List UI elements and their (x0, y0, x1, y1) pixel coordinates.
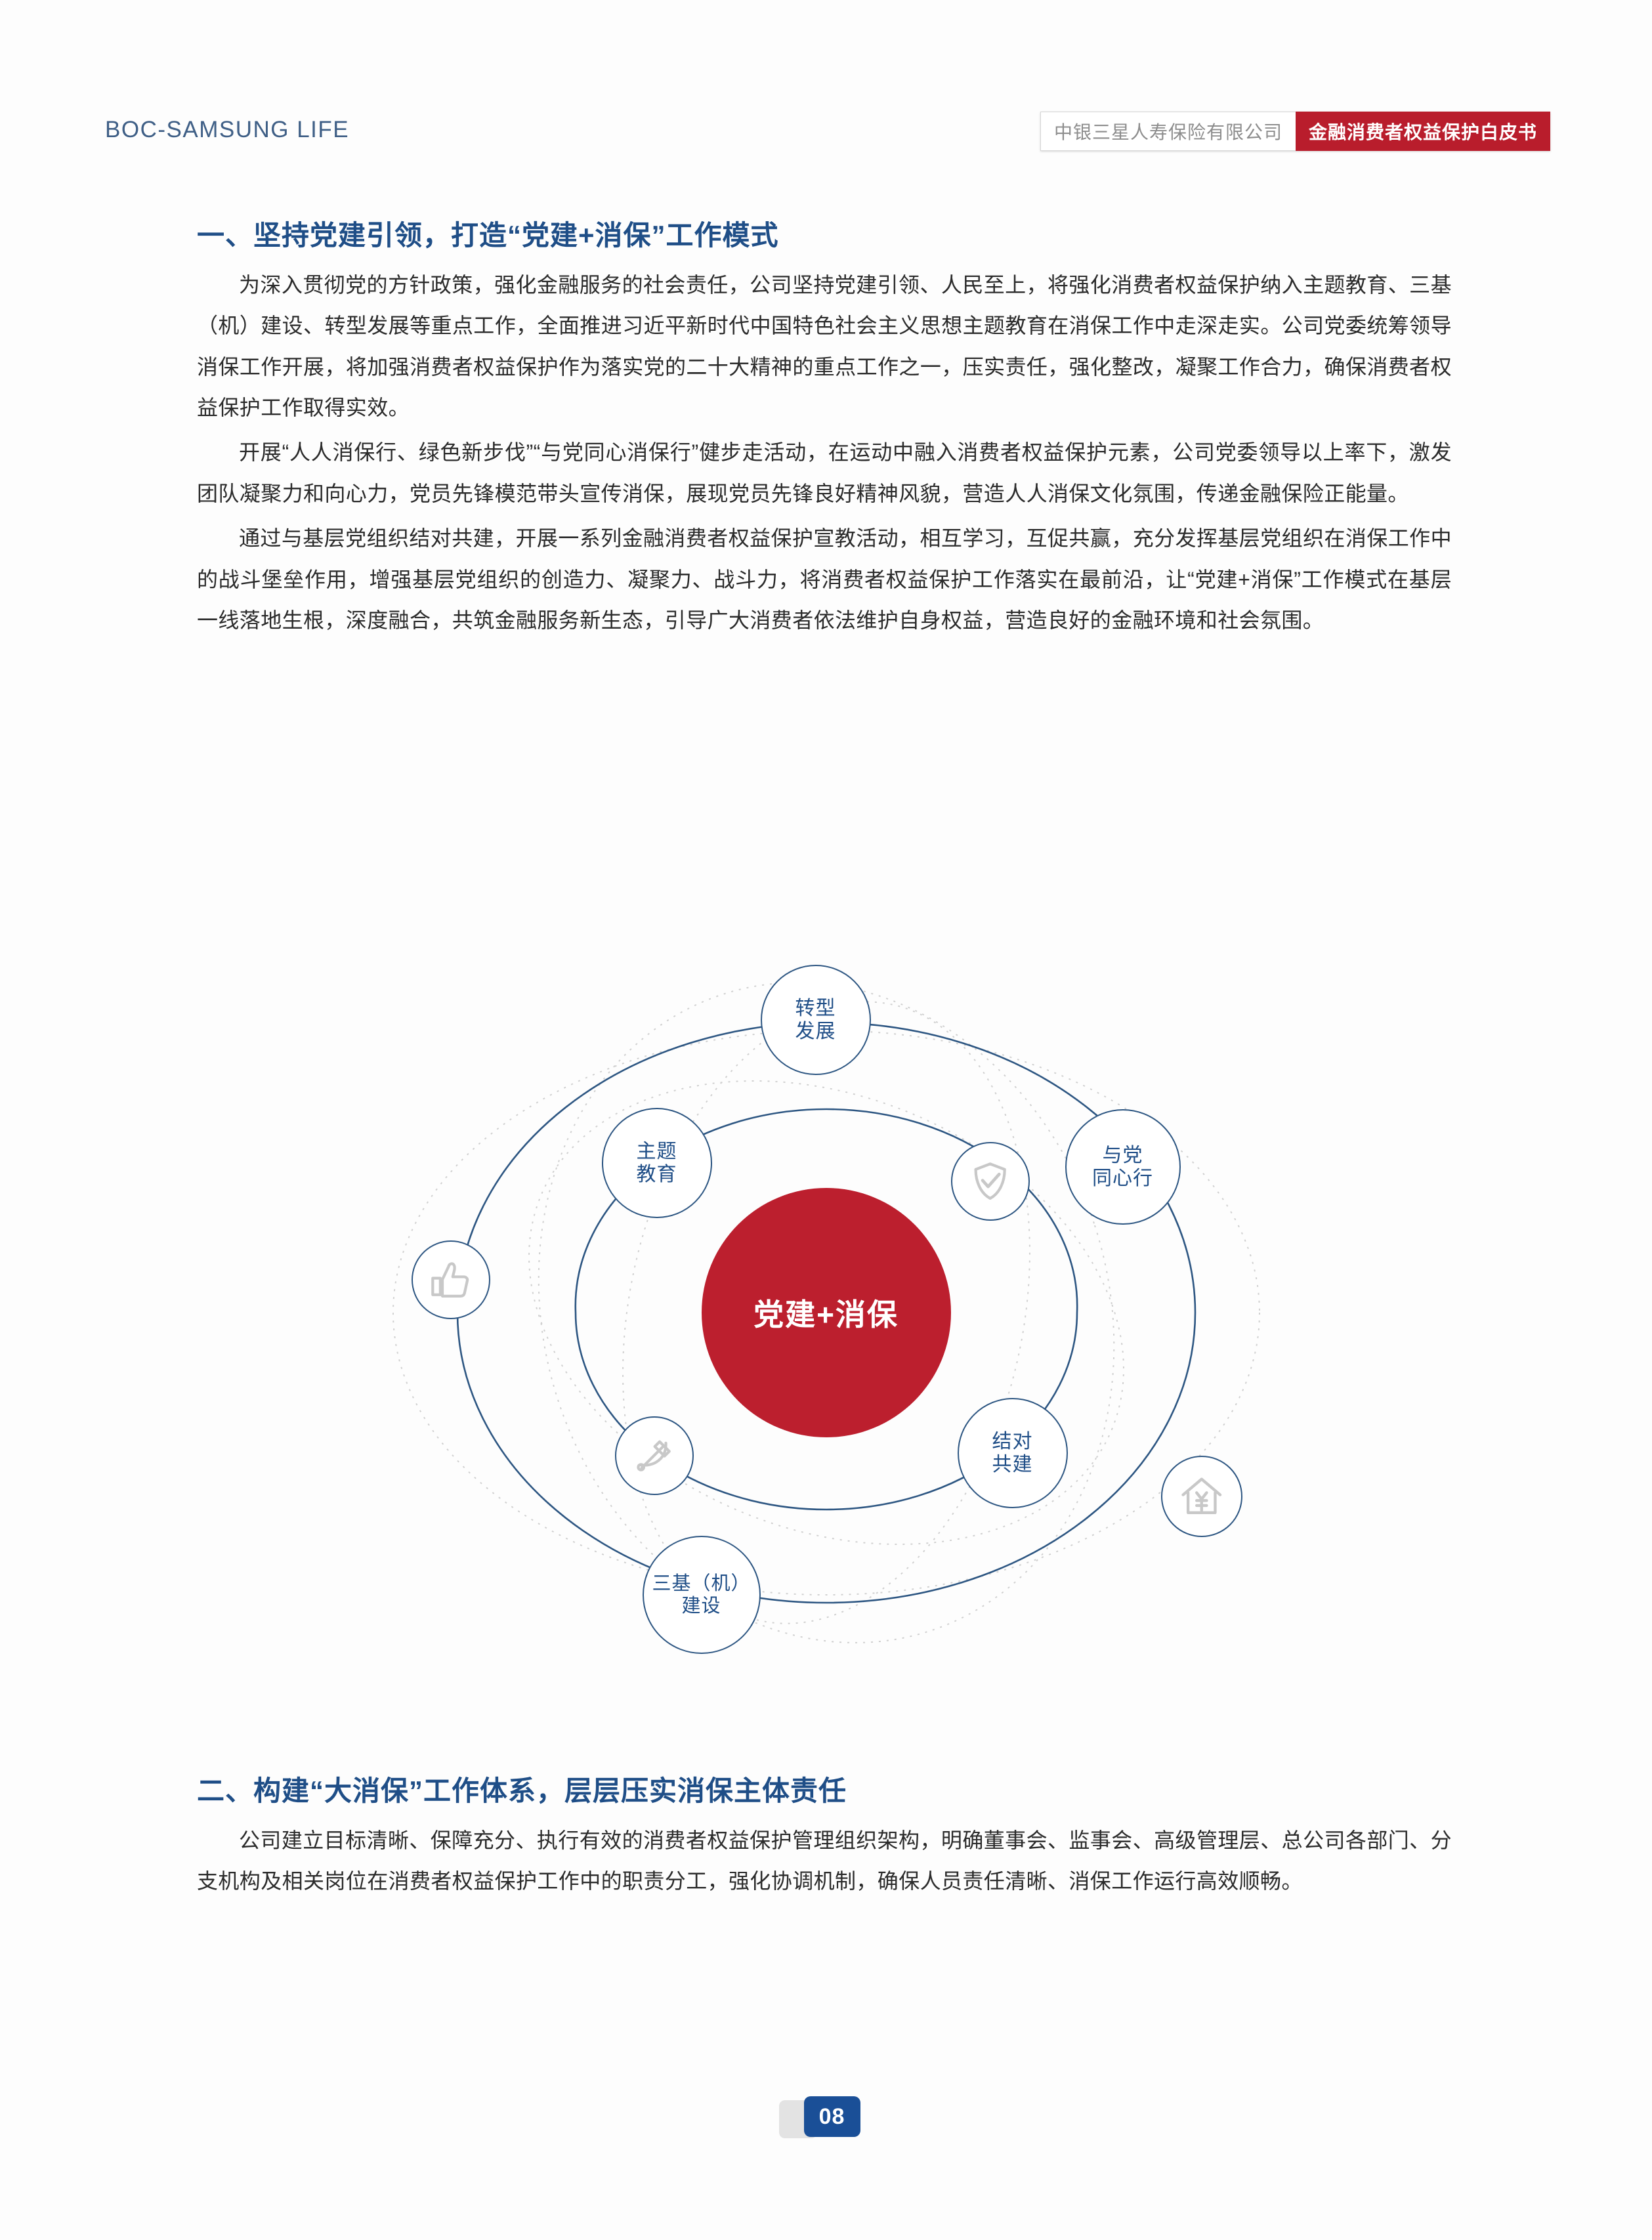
node-pair-build-line-2: 共建 (992, 1454, 1033, 1475)
node-with-party-line-2: 同心行 (1092, 1168, 1153, 1189)
node-with-party-line-1: 与党 (1102, 1144, 1143, 1166)
brand-logo: BOC-SAMSUNG LIFE (105, 117, 350, 142)
section-2-paragraph-1: 公司建立目标清晰、保障充分、执行有效的消费者权益保护管理组织架构，明确董事会、监… (197, 1828, 1452, 1893)
diagram-node-with-party[interactable]: 与党 同心行 (1065, 1109, 1181, 1225)
main-content-section-2: 二、构建“大消保”工作体系，层层压实消保主体责任 公司建立目标清晰、保障充分、执… (197, 1772, 1452, 1906)
thumbs-up-icon (431, 1262, 469, 1298)
section-1-paragraph-3: 通过与基层党组织结对共建，开展一系列金融消费者权益保护宣教活动，相互学习，互促共… (197, 526, 1452, 632)
node-pair-build-line-1: 结对 (992, 1430, 1033, 1452)
diagram-icon-node-hammer-sickle[interactable] (614, 1416, 694, 1495)
diagram-center-node: 党建+消保 (701, 1188, 951, 1437)
hammer-sickle-icon (637, 1440, 671, 1472)
section-heading-2: 二、构建“大消保”工作体系，层层压实消保主体责任 (197, 1775, 847, 1806)
diagram-icon-node-thumbs-up[interactable] (411, 1240, 490, 1319)
party-building-diagram: 党建+消保 转型 发展 主题 教育 与党 同心行 结对 共建 三基（机） 建设 (0, 919, 1652, 1706)
house-yuan-icon (1181, 1477, 1221, 1515)
diagram-icon-node-shield[interactable] (950, 1142, 1030, 1221)
section-heading-1: 一、坚持党建引领，打造“党建+消保”工作模式 (197, 220, 779, 251)
diagram-node-three-base[interactable]: 三基（机） 建设 (642, 1536, 761, 1654)
node-transform-line-1: 转型 (795, 997, 836, 1019)
node-transform-line-2: 发展 (795, 1021, 836, 1042)
diagram-node-transform[interactable]: 转型 发展 (760, 965, 871, 1075)
diagram-node-pair-build[interactable]: 结对 共建 (957, 1398, 1068, 1508)
page-number-group: 08 (767, 2096, 885, 2144)
shield-check-icon (974, 1162, 1006, 1200)
badge-company-name: 中银三星人寿保险有限公司 (1040, 112, 1296, 151)
node-theme-education-line-2: 教育 (636, 1164, 677, 1185)
node-three-base-line-2: 建设 (681, 1595, 721, 1617)
node-three-base-line-1: 三基（机） (652, 1573, 751, 1594)
section-1-paragraph-2: 开展“人人消保行、绿色新步伐”“与党同心消保行”健步走活动，在运动中融入消费者权… (197, 440, 1452, 505)
diagram-icon-node-house-yuan[interactable] (1160, 1456, 1242, 1537)
main-content: 一、坚持党建引领，打造“党建+消保”工作模式 为深入贯彻党的方针政策，强化金融服… (197, 217, 1452, 645)
page-number-badge: 08 (803, 2096, 860, 2137)
diagram-node-theme-education[interactable]: 主题 教育 (601, 1108, 712, 1218)
badge-document-title: 金融消费者权益保护白皮书 (1295, 112, 1550, 151)
section-1-paragraph-1: 为深入贯彻党的方针政策，强化金融服务的社会责任，公司坚持党建引领、人民至上，将强… (197, 272, 1452, 419)
page-footer: 08 (0, 2090, 1652, 2149)
node-theme-education-line-1: 主题 (636, 1140, 677, 1162)
diagram-canvas: 党建+消保 转型 发展 主题 教育 与党 同心行 结对 共建 三基（机） 建设 (380, 945, 1273, 1680)
page-header: BOC-SAMSUNG LIFE 中银三星人寿保险有限公司 金融消费者权益保护白… (105, 112, 1550, 152)
header-badge: 中银三星人寿保险有限公司 金融消费者权益保护白皮书 (1040, 112, 1550, 151)
